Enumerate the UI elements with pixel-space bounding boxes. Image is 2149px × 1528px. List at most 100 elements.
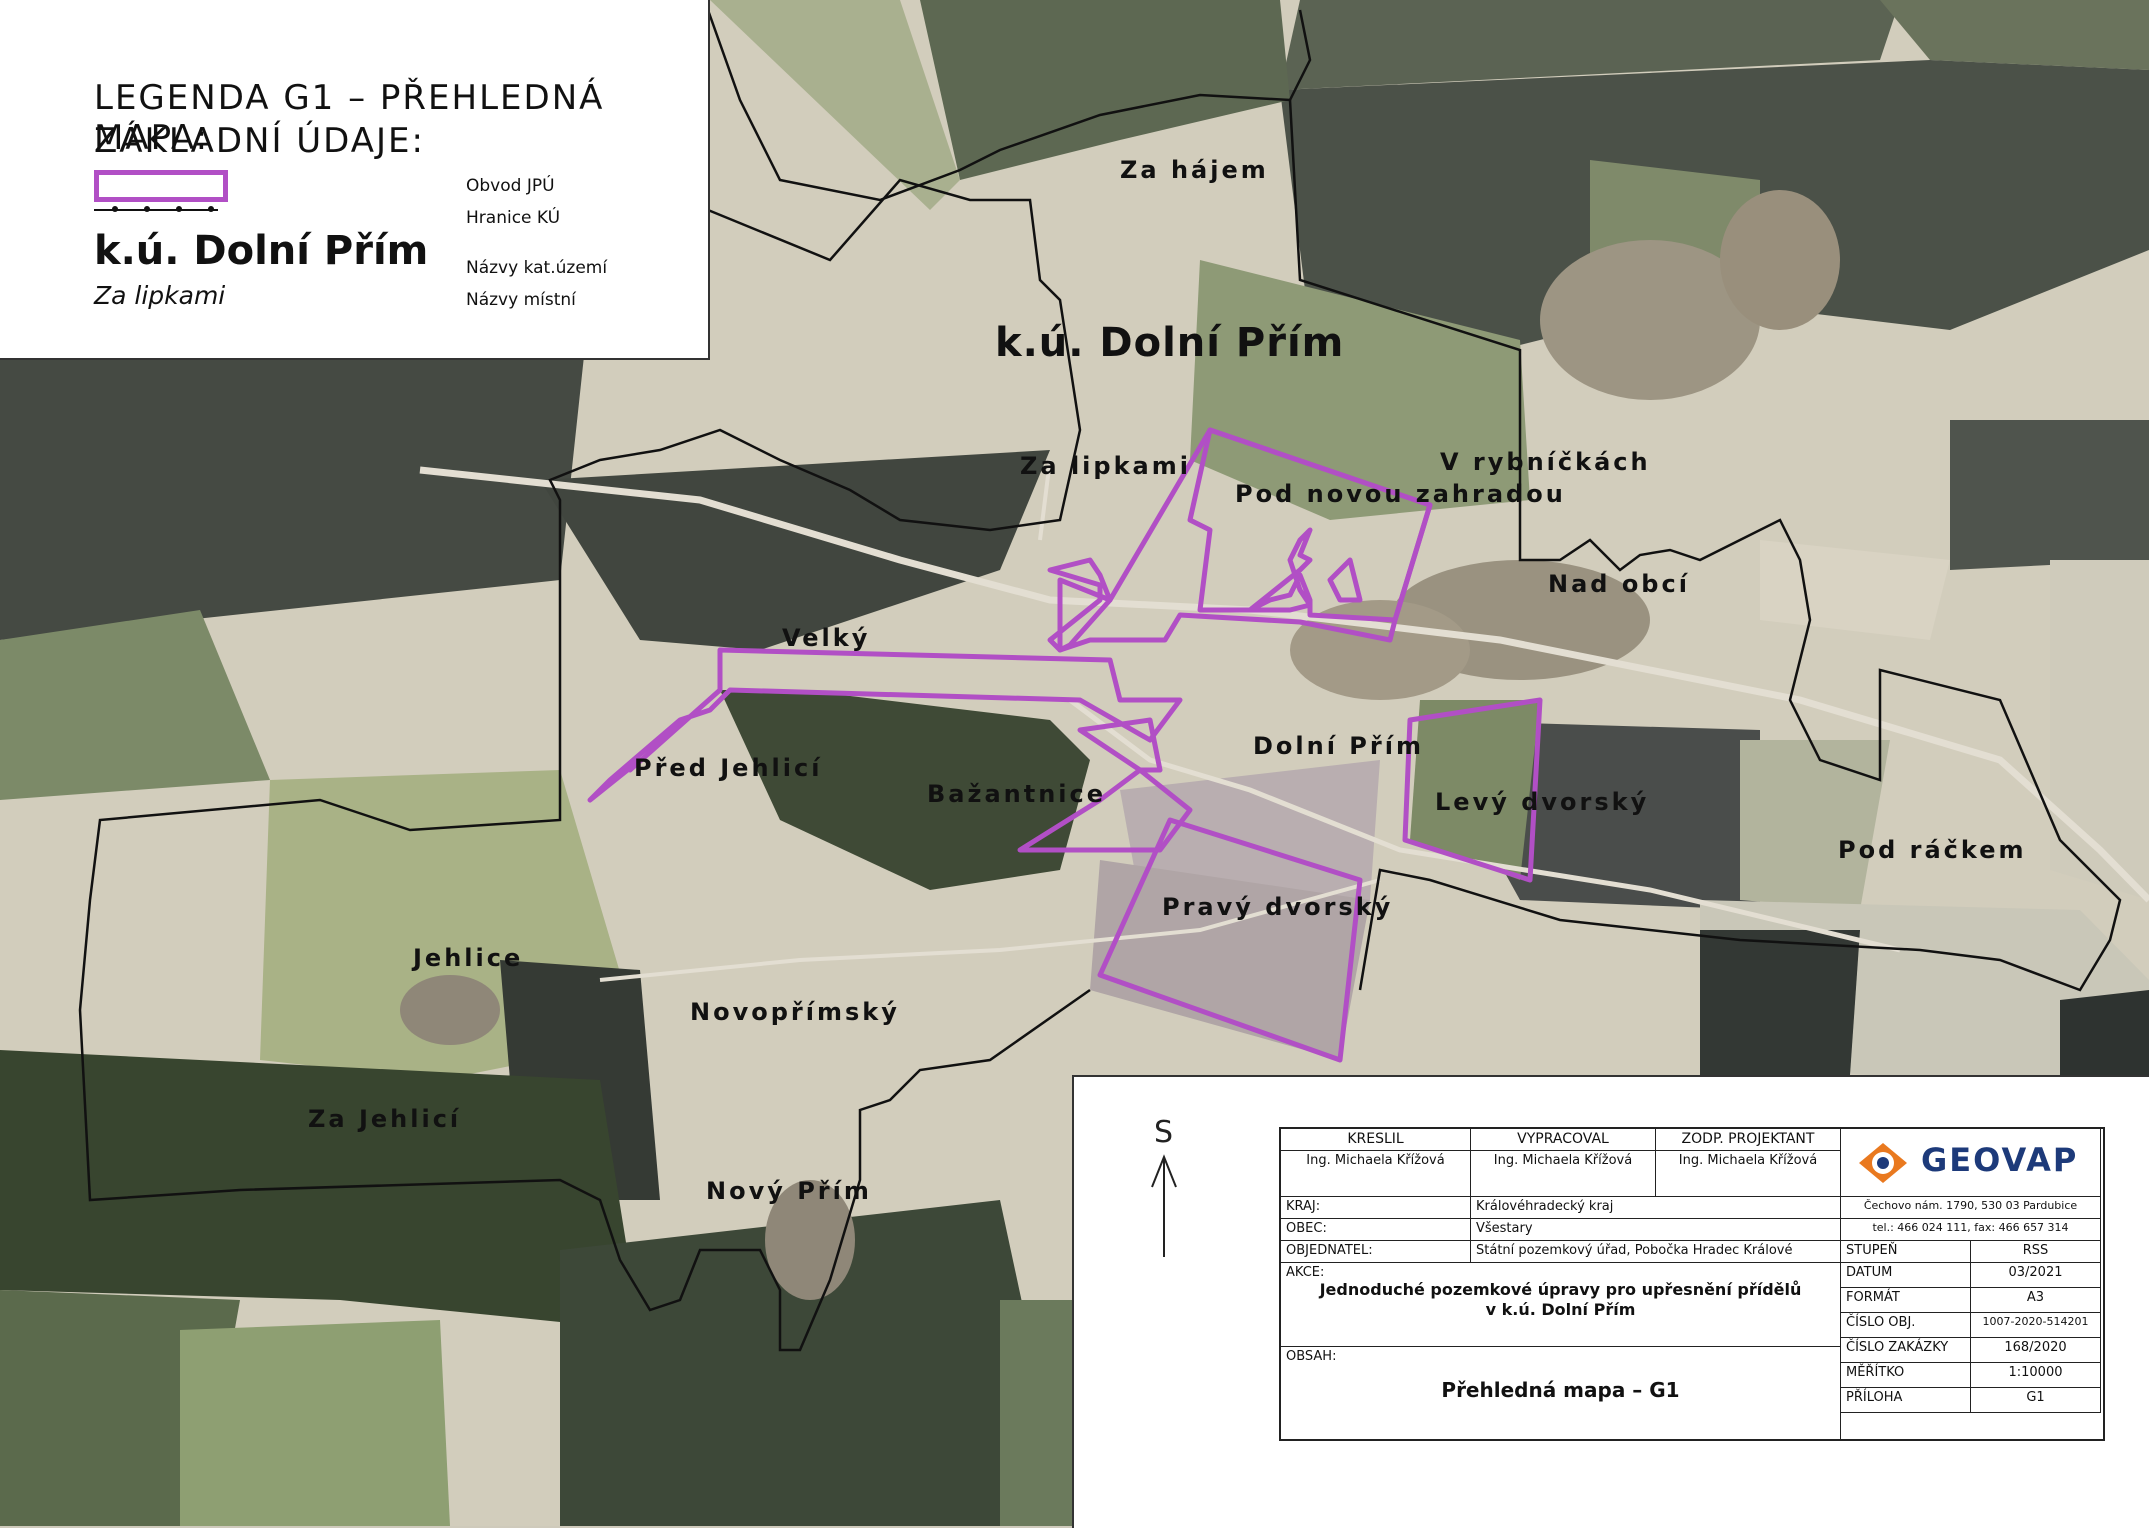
objednatel-label: OBJEDNATEL: bbox=[1281, 1241, 1471, 1263]
legend-title: LEGENDA G1 – PŘEHLEDNÁ MAPA: bbox=[94, 78, 605, 158]
cislo-obj-value: 1007-2020-514201 bbox=[1971, 1313, 2101, 1338]
akce-label: AKCE: bbox=[1286, 1265, 1325, 1280]
priloha-value: G1 bbox=[1971, 1388, 2101, 1413]
geovap-logo-icon bbox=[1859, 1143, 1907, 1183]
format-label: FORMÁT bbox=[1841, 1288, 1971, 1313]
field bbox=[920, 0, 1290, 180]
akce-line2: v k.ú. Dolní Přím bbox=[1485, 1300, 1636, 1319]
format-value: A3 bbox=[1971, 1288, 2101, 1313]
title-block: S KRESLIL VYPRACOVAL ZODP. PROJEKTANT In… bbox=[1072, 1075, 2149, 1528]
stupen-value: RSS bbox=[1971, 1241, 2101, 1263]
north-arrow-icon bbox=[1151, 1154, 1177, 1257]
datum-label: DATUM bbox=[1841, 1263, 1971, 1288]
legend-item-cadastre-names: Názvy kat.území bbox=[466, 258, 608, 278]
label-jehlice: Jehlice bbox=[413, 944, 524, 972]
meritko-label: MĚŘÍTKO bbox=[1841, 1363, 1971, 1388]
stupen-label: STUPEŇ bbox=[1841, 1241, 1971, 1263]
cislo-zak-value: 168/2020 bbox=[1971, 1338, 2101, 1363]
label-v-rybnickach: V rybníčkách bbox=[1440, 448, 1651, 476]
field bbox=[1700, 930, 1860, 1075]
field bbox=[1410, 700, 1540, 880]
village bbox=[1290, 600, 1470, 700]
label-za-lipkami: Za lipkami bbox=[1020, 452, 1191, 480]
obec-value: Všestary bbox=[1471, 1219, 1841, 1241]
field bbox=[180, 1320, 450, 1526]
vypracoval-value: Ing. Michaela Křížová bbox=[1471, 1151, 1656, 1197]
legend-item-local-names: Názvy místní bbox=[466, 290, 576, 310]
village bbox=[1720, 190, 1840, 330]
objednatel-value: Státní pozemkový úřad, Pobočka Hradec Kr… bbox=[1471, 1241, 1841, 1263]
legend-local-sample: Za lipkami bbox=[94, 281, 226, 310]
field bbox=[710, 0, 960, 210]
field bbox=[0, 610, 270, 800]
kreslil-value: Ing. Michaela Křížová bbox=[1281, 1151, 1471, 1197]
north-label: S bbox=[1154, 1115, 1174, 1150]
jpu-symbol bbox=[94, 170, 228, 202]
vypracoval-label: VYPRACOVAL bbox=[1471, 1129, 1656, 1151]
title-table: KRESLIL VYPRACOVAL ZODP. PROJEKTANT Ing.… bbox=[1279, 1127, 2105, 1441]
label-dolni-prim: Dolní Přím bbox=[1253, 732, 1424, 760]
forest bbox=[720, 690, 1090, 890]
ku-boundary bbox=[1288, 99, 2122, 992]
field bbox=[1950, 420, 2149, 570]
legend-cadastre-sample: k.ú. Dolní Přím bbox=[94, 228, 429, 274]
ku-boundary-symbol bbox=[94, 206, 218, 212]
zodp-label: ZODP. PROJEKTANT bbox=[1656, 1129, 1841, 1151]
field bbox=[1880, 0, 2149, 70]
forest bbox=[0, 1050, 640, 1330]
field bbox=[1740, 740, 1890, 910]
company-address: Čechovo nám. 1790, 530 03 Pardubice bbox=[1841, 1197, 2101, 1219]
kraj-value: Královéhradecký kraj bbox=[1471, 1197, 1841, 1219]
obsah-value: Přehledná mapa – G1 bbox=[1441, 1378, 1680, 1402]
road bbox=[1068, 698, 1901, 953]
label-novy-prim: Nový Přím bbox=[706, 1177, 872, 1205]
akce-cell: AKCE: Jednoduché pozemkové úpravy pro up… bbox=[1281, 1263, 1841, 1347]
zodp-value: Ing. Michaela Křížová bbox=[1656, 1151, 1841, 1197]
obec-label: OBEC: bbox=[1281, 1219, 1471, 1241]
field bbox=[1280, 0, 1900, 90]
kraj-label: KRAJ: bbox=[1281, 1197, 1471, 1219]
field bbox=[1090, 860, 1370, 1060]
ku-boundary bbox=[78, 178, 1091, 1352]
label-ku-main: k.ú. Dolní Přím bbox=[995, 320, 1345, 366]
ku-boundary bbox=[706, 9, 1312, 202]
label-nad-obci: Nad obcí bbox=[1548, 570, 1690, 598]
road bbox=[1038, 459, 1052, 541]
logo-cell: GEOVAP bbox=[1841, 1129, 2101, 1197]
obsah-label: OBSAH: bbox=[1286, 1349, 1337, 1364]
label-pod-novou-zahradou: Pod novou zahradou bbox=[1235, 480, 1566, 508]
company-phone: tel.: 466 024 111, fax: 466 657 314 bbox=[1841, 1219, 2101, 1241]
field bbox=[2050, 560, 2149, 900]
cislo-obj-label: ČÍSLO OBJ. bbox=[1841, 1313, 1971, 1338]
label-novoprimsky: Novopřímský bbox=[690, 998, 900, 1026]
road bbox=[419, 466, 2149, 903]
legend-item-jpu: Obvod JPÚ bbox=[466, 176, 555, 196]
label-pravy-dvorsky: Pravý dvorský bbox=[1162, 893, 1394, 921]
legend-subtitle: ZÁKLADNÍ ÚDAJE: bbox=[94, 121, 425, 161]
legend-item-ku: Hranice KÚ bbox=[466, 208, 561, 228]
village bbox=[400, 975, 500, 1045]
cislo-zak-label: ČÍSLO ZAKÁZKY bbox=[1841, 1338, 1971, 1363]
field bbox=[2060, 990, 2149, 1075]
priloha-label: PŘÍLOHA bbox=[1841, 1388, 1971, 1413]
akce-line1: Jednoduché pozemkové úpravy pro upřesněn… bbox=[1319, 1280, 1802, 1299]
label-za-jehlici: Za Jehlicí bbox=[308, 1105, 462, 1133]
label-pod-rackem: Pod ráčkem bbox=[1838, 836, 2027, 864]
label-bazantnice: Bažantnice bbox=[927, 780, 1107, 808]
label-pred-jehlici: Před Jehlicí bbox=[634, 754, 823, 782]
field bbox=[0, 300, 590, 640]
datum-value: 03/2021 bbox=[1971, 1263, 2101, 1288]
obsah-cell: OBSAH: Přehledná mapa – G1 bbox=[1281, 1347, 1841, 1439]
kreslil-label: KRESLIL bbox=[1281, 1129, 1471, 1151]
road bbox=[599, 878, 1381, 982]
meritko-value: 1:10000 bbox=[1971, 1363, 2101, 1388]
field bbox=[1760, 540, 1950, 640]
label-velky: Velký bbox=[782, 624, 871, 652]
village bbox=[1540, 240, 1760, 400]
jpu-boundary bbox=[587, 427, 1543, 1063]
label-levy-dvorsky: Levý dvorský bbox=[1435, 788, 1650, 816]
legend-panel: LEGENDA G1 – PŘEHLEDNÁ MAPA: ZÁKLADNÍ ÚD… bbox=[0, 0, 710, 360]
company-name: GEOVAP bbox=[1921, 1141, 2079, 1179]
label-za-hajem: Za hájem bbox=[1120, 156, 1269, 184]
